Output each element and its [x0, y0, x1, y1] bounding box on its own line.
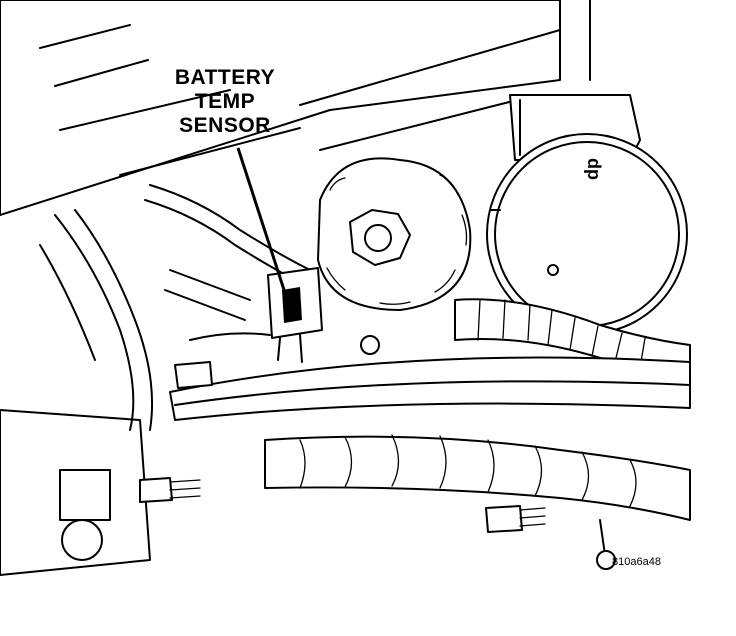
wrapped-harness-lower — [264, 434, 691, 521]
lower-frame-left — [0, 409, 201, 576]
crossmember-tube — [169, 356, 691, 421]
battery-temp-sensor-label: BATTERY TEMP SENSOR — [150, 66, 300, 138]
figure-id: 810a6a48 — [612, 556, 661, 568]
svg-text:dp: dp — [584, 158, 604, 180]
oil-filter — [317, 157, 472, 311]
callout-line-2: TEMP — [194, 90, 256, 113]
callout-line-1: BATTERY — [174, 66, 276, 89]
callout-line-3: SENSOR — [179, 114, 271, 137]
upper-body-panel — [0, 0, 591, 216]
bracket-bolt-lower-right — [485, 505, 616, 570]
callout-leader-line — [236, 147, 288, 297]
